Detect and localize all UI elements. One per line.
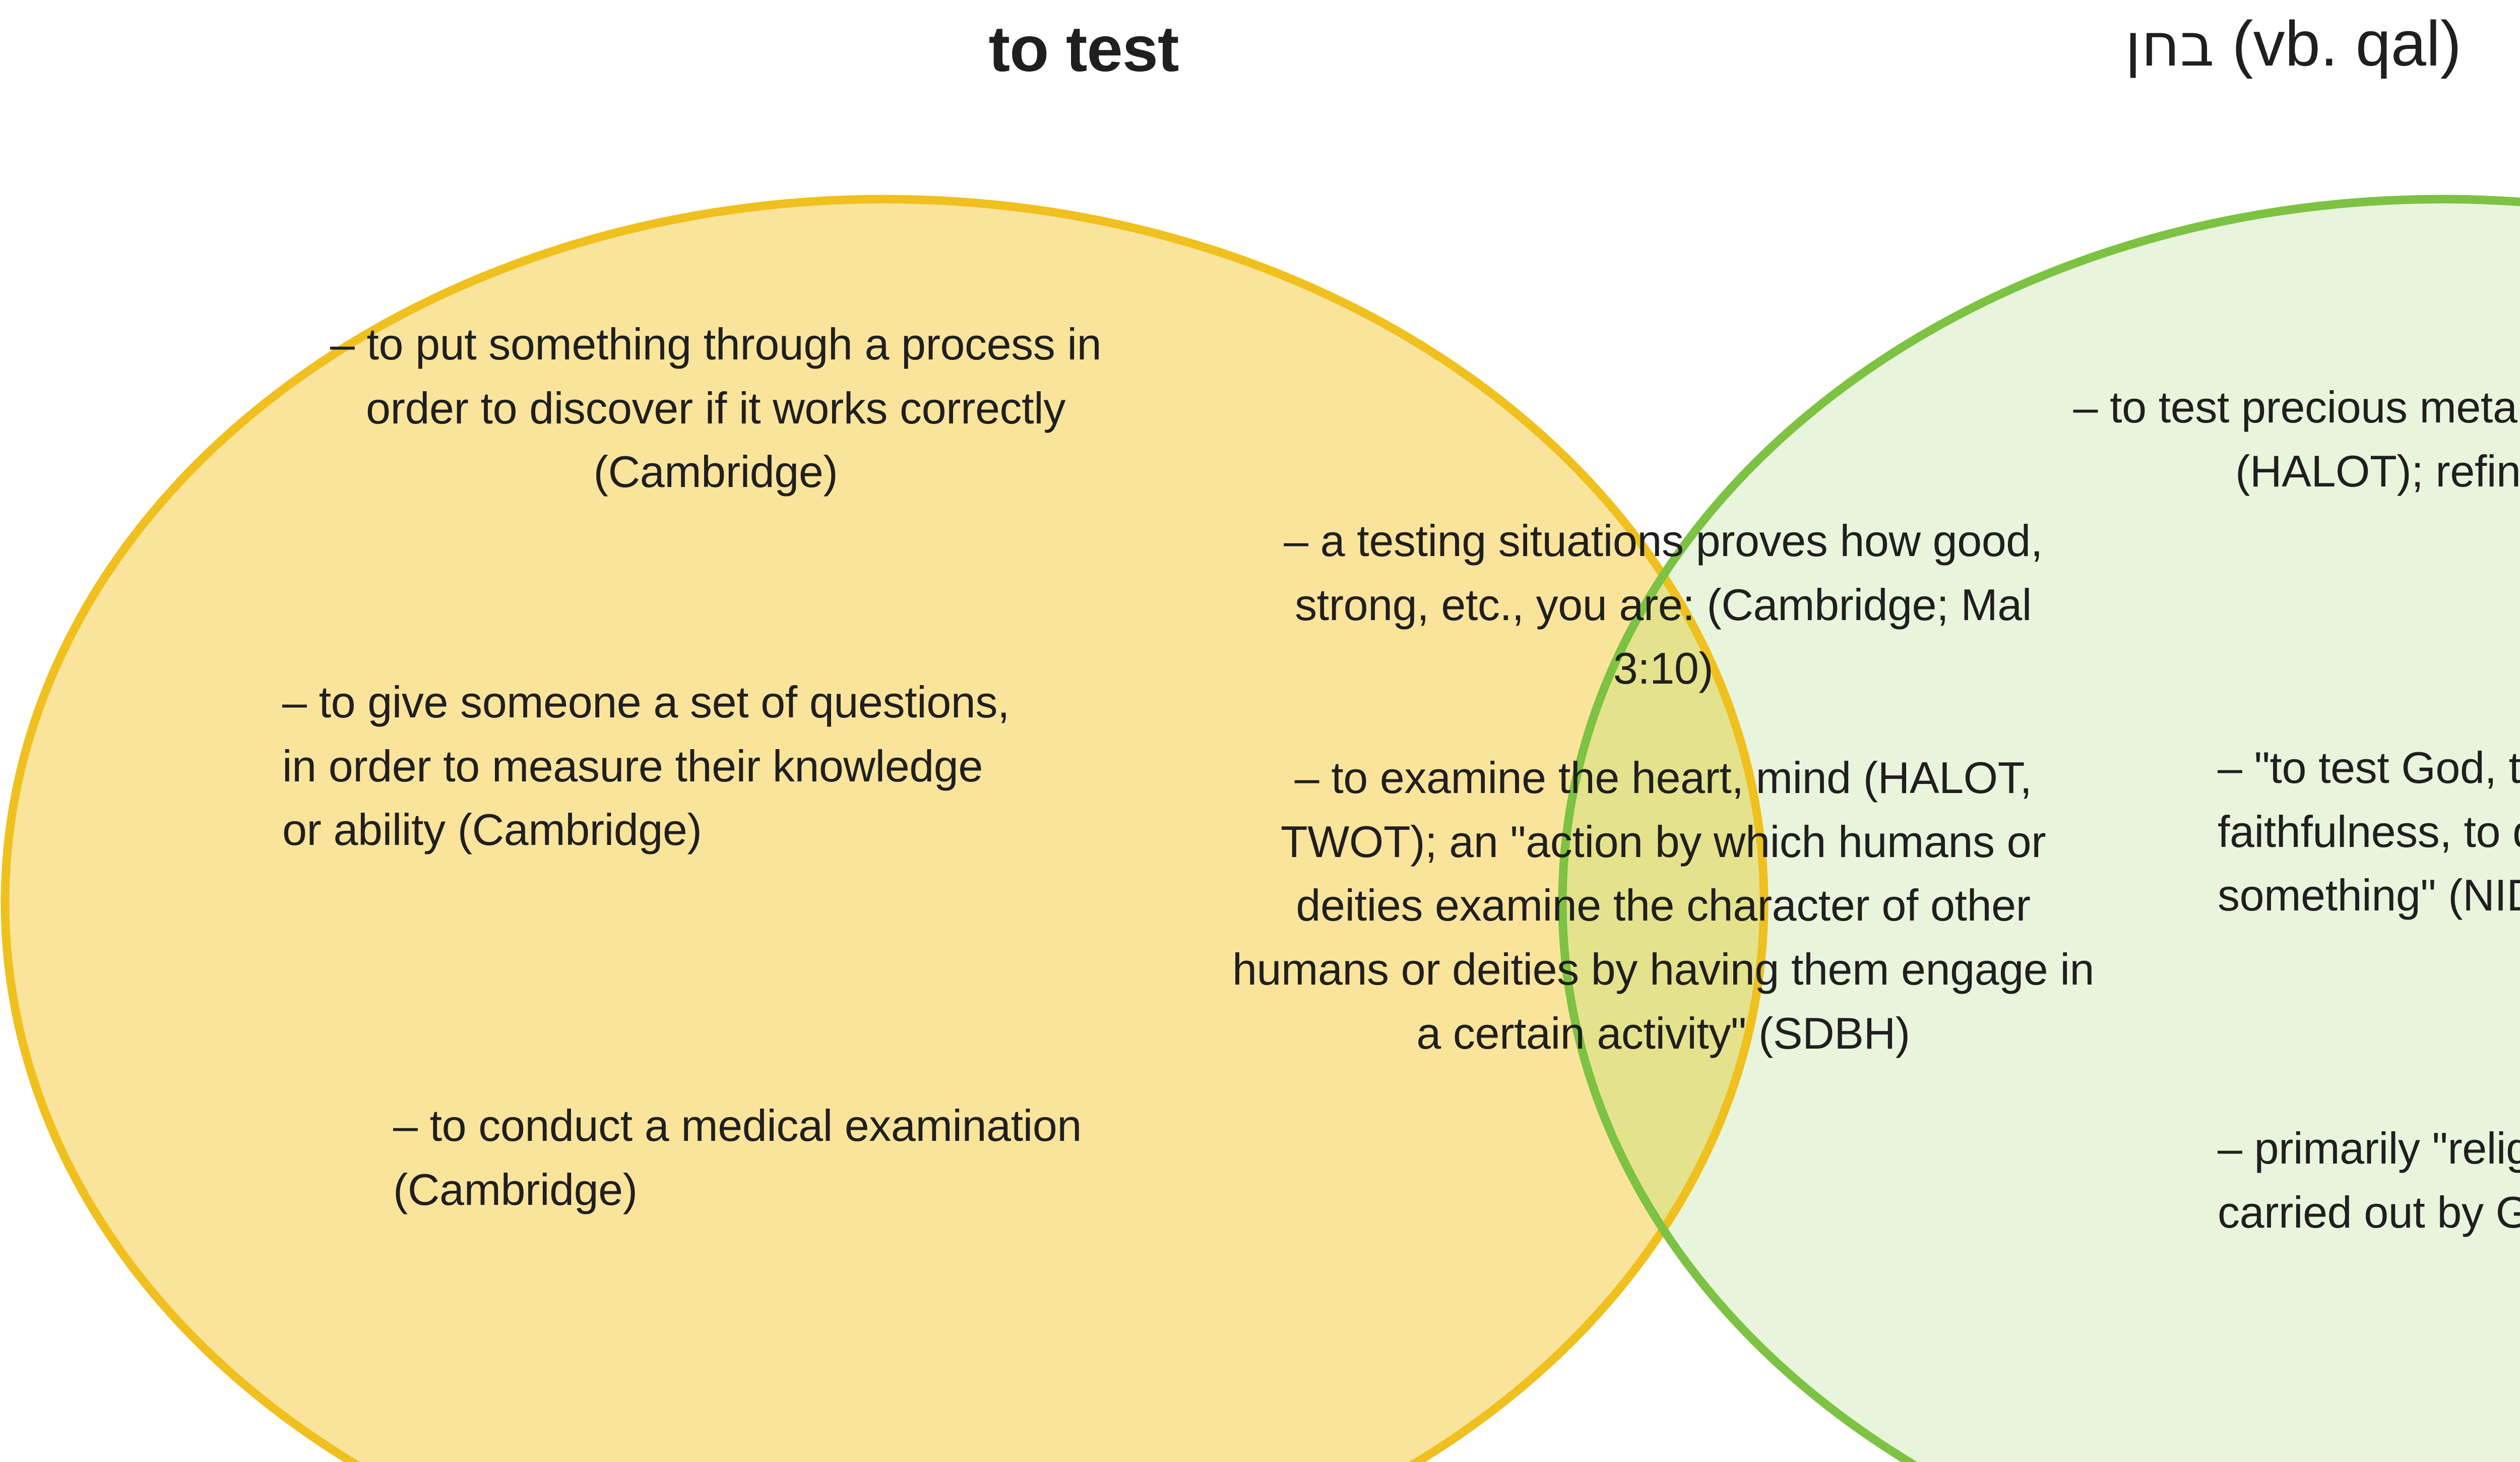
left-set-item-3: – to conduct a medical examination (Camb… <box>393 1101 1082 1214</box>
left-set-title: to test <box>988 13 1179 85</box>
right-set-item-3: – primarily "religious testing" (NIDOTTE… <box>2218 1123 2520 1237</box>
left-set-item-2: – to give someone a set of questions, in… <box>282 677 1010 855</box>
right-set-ellipse-outline <box>1558 195 2520 1462</box>
left-set-ellipse-fill <box>5 199 1764 1462</box>
right-set-item-1: – to test precious metals by melting the… <box>2073 382 2520 496</box>
left-set-item-1: – to put something through a process in … <box>330 319 1102 497</box>
intersection-item-1: – a testing situations proves how good, … <box>1284 516 2043 694</box>
right-set-title-gloss: (vb. qal) <box>2232 8 2462 79</box>
right-set-ellipse-fill <box>1562 199 2520 1462</box>
intersection-item-2: – to examine the heart, mind (HALOT, TWO… <box>1232 753 2095 1058</box>
right-set-title: בחן (vb. qal) <box>1966 12 2520 76</box>
right-set-item-2: – "to test God, then, is to call into qu… <box>2218 743 2520 921</box>
left-set-ellipse-outline <box>1 195 1768 1462</box>
hebrew-lemma: בחן <box>2125 10 2215 80</box>
